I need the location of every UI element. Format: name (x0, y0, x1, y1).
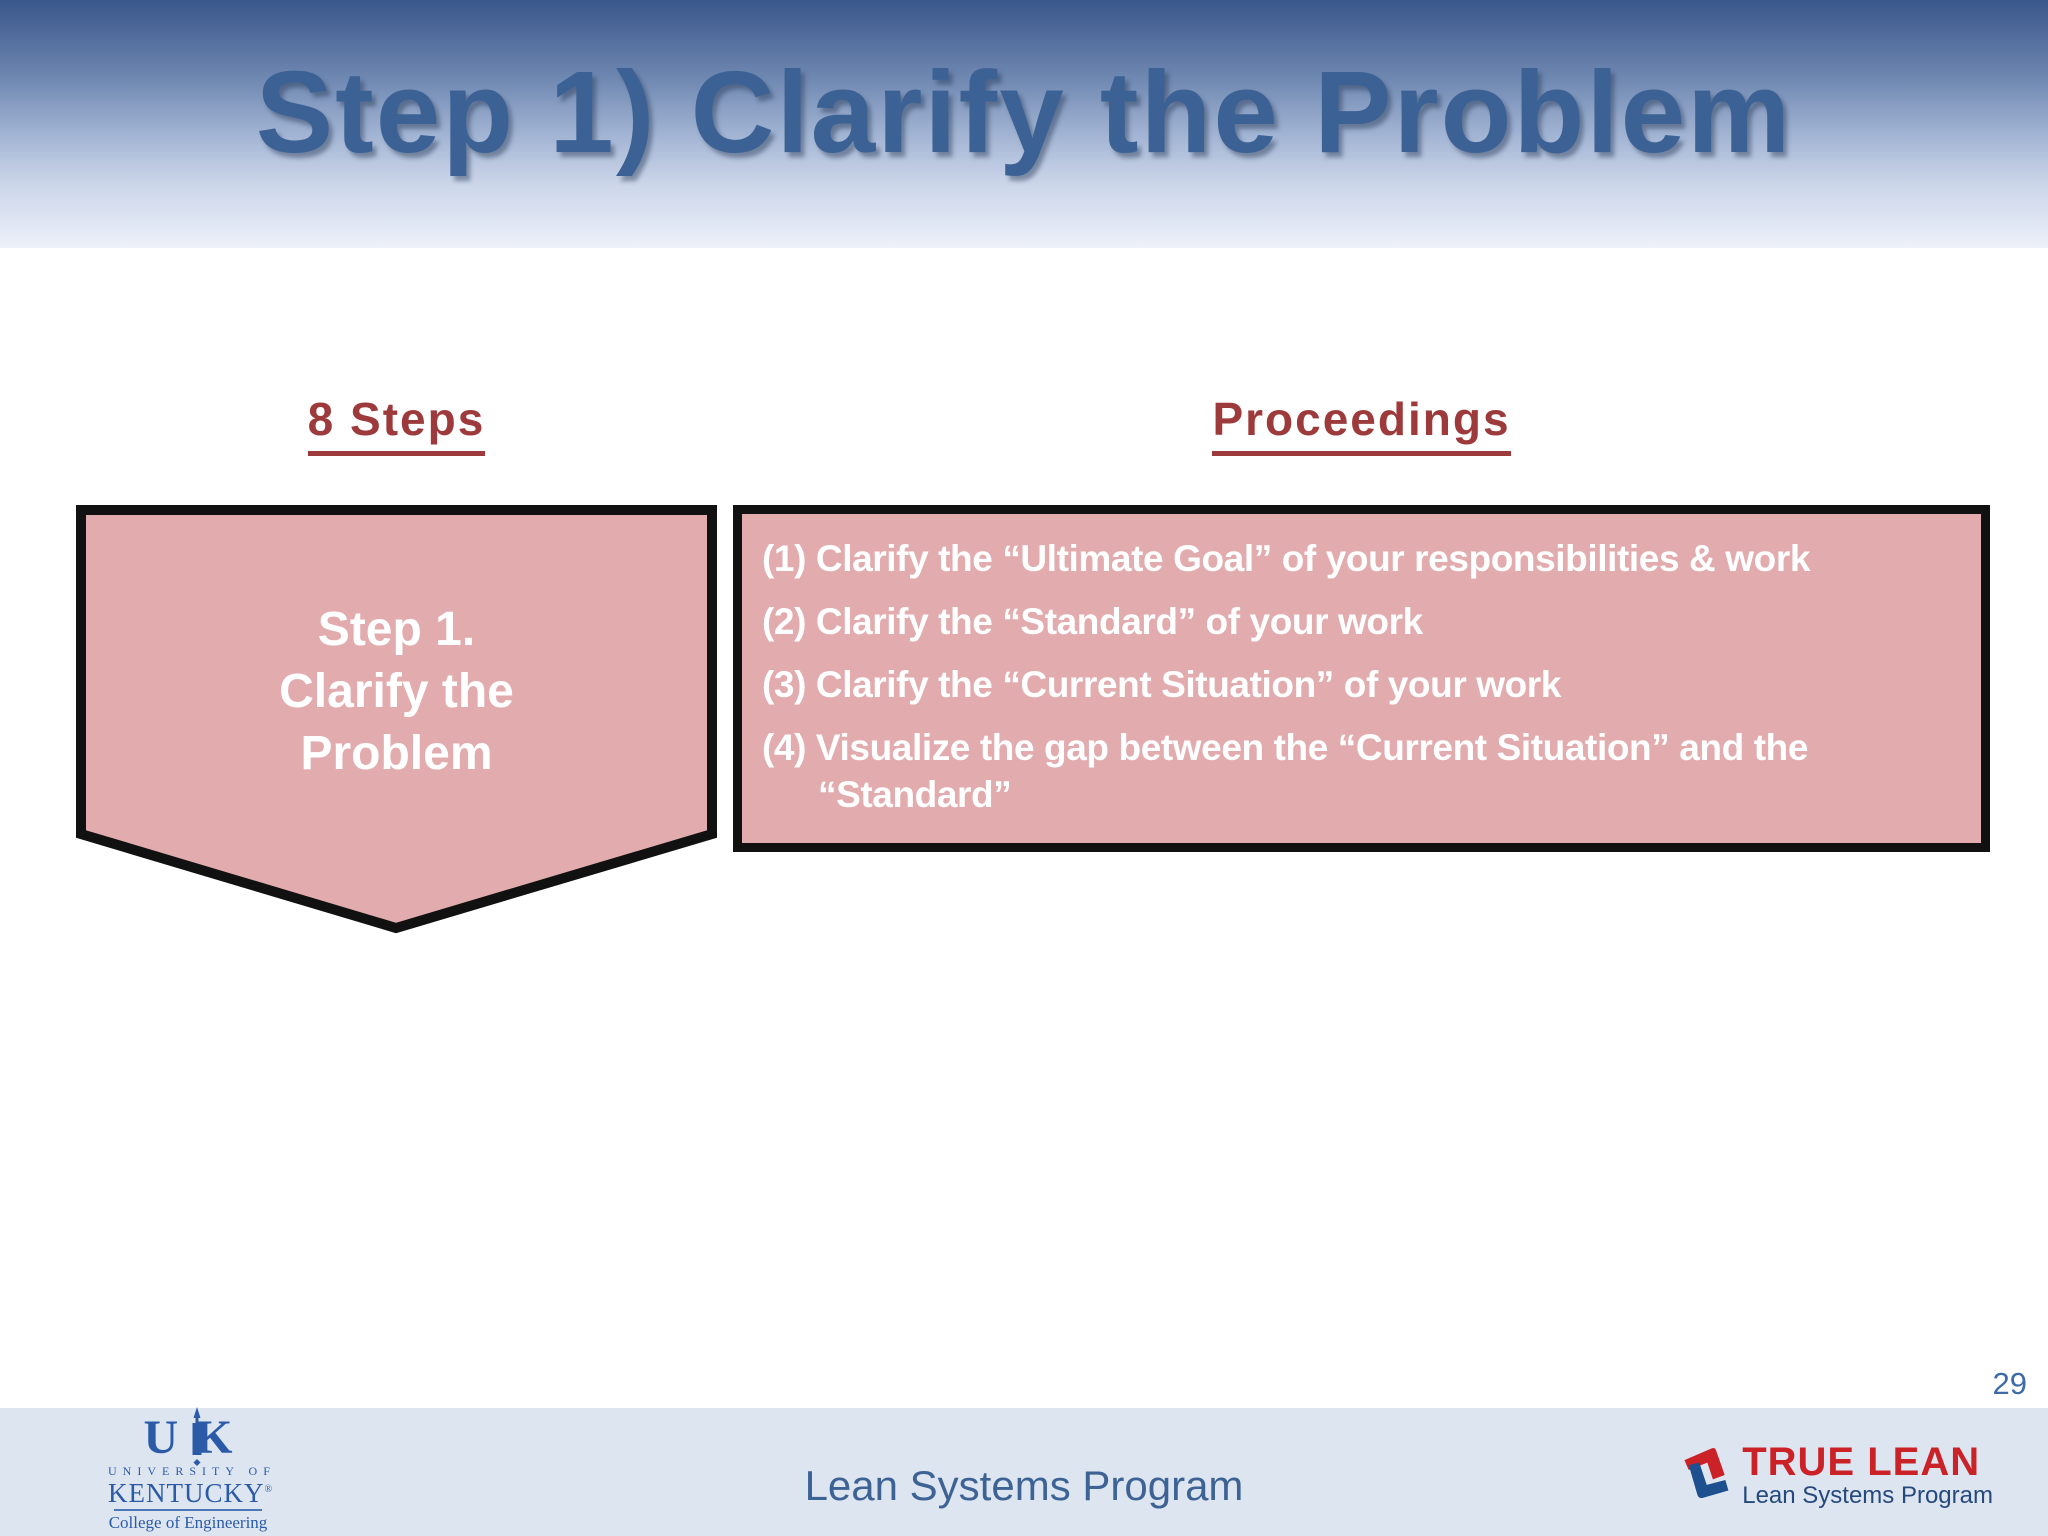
truelean-logo: TRUE LEAN Lean Systems Program (1672, 1436, 1993, 1514)
step-label-line: Clarify the (279, 665, 514, 718)
uk-kentucky: KENTUCKY® (108, 1478, 272, 1508)
right-column-heading: Proceedings (733, 392, 1990, 456)
step-label-line: Problem (300, 727, 493, 780)
truelean-text: TRUE LEAN Lean Systems Program (1742, 1441, 1993, 1509)
truelean-mark-icon (1684, 1447, 1729, 1499)
pentagon-outline-icon (76, 505, 717, 934)
uk-tower-icon (192, 1407, 201, 1467)
uk-college-of-engineering: College of Engineering (108, 1513, 268, 1533)
uk-mark: UK (144, 1407, 250, 1467)
truelean-subtitle: Lean Systems Program (1742, 1481, 1993, 1509)
footer-program-text: Lean Systems Program (804, 1462, 1244, 1509)
proceedings-item: (4) Visualize the gap between the “Curre… (762, 727, 1808, 815)
left-column-heading: 8 Steps (80, 392, 713, 456)
right-column-heading-text: Proceedings (1212, 392, 1511, 456)
uk-logo: UK UNIVERSITY OF KENTUCKY® College of En… (108, 1407, 276, 1533)
uk-university-of: UNIVERSITY OF (108, 1464, 276, 1478)
uk-logo-rule (114, 1509, 262, 1512)
truelean-title: TRUE LEAN (1742, 1439, 1981, 1484)
left-column-heading-text: 8 Steps (307, 392, 486, 456)
footer-band: UK UNIVERSITY OF KENTUCKY® College of En… (0, 1407, 2048, 1536)
proceedings-box: (1) Clarify the “Ultimate Goal” of your … (733, 505, 1990, 852)
page-number: 29 (1992, 1366, 2027, 1401)
proceedings-item: (3) Clarify the “Current Situation” of y… (762, 664, 1561, 705)
uk-registered-mark: ® (264, 1484, 274, 1495)
step-pentagon-shape: Step 1. Clarify the Problem (76, 505, 717, 937)
uk-letters: UK (144, 1411, 250, 1464)
step-label-line: Step 1. (317, 603, 476, 656)
slide-header: Step 1) Clarify the Problem (0, 0, 2048, 248)
proceedings-item: (2) Clarify the “Standard” of your work (762, 601, 1423, 642)
step-label: Step 1. Clarify the Problem (76, 599, 717, 785)
proceedings-item: (1) Clarify the “Ultimate Goal” of your … (762, 538, 1810, 579)
slide-title: Step 1) Clarify the Problem (255, 47, 1793, 177)
uk-kentucky-text: KENTUCKY (108, 1478, 265, 1508)
